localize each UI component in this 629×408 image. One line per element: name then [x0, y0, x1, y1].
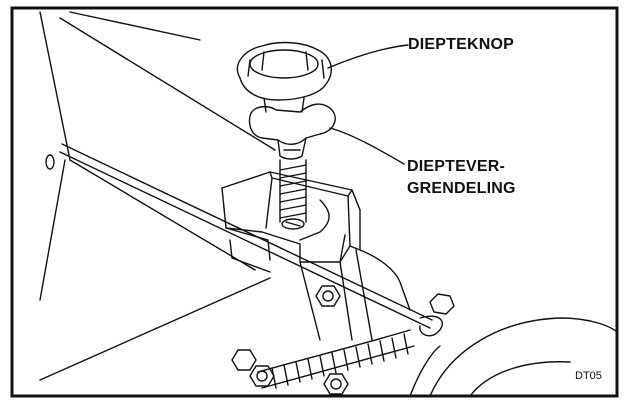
lock-leader-line: [329, 127, 405, 165]
tension-spring: [257, 329, 415, 389]
depth-lock: [248, 103, 336, 160]
bolts: [231, 285, 455, 395]
depth-lock-label: DIEPTEVER- GRENDELING: [407, 156, 516, 200]
figure-code: DT05: [575, 370, 602, 382]
wheel: [409, 317, 618, 397]
depth-lock-label-line2: GRENDELING: [407, 180, 516, 197]
depth-lock-label-line1: DIEPTEVER-: [407, 158, 506, 175]
depth-bracket: [221, 171, 411, 311]
knob-leader-line: [327, 44, 409, 69]
deck-housing: [39, 11, 276, 381]
figure-border: [10, 6, 619, 398]
mounting-plate: [299, 249, 373, 341]
threaded-screw: [279, 159, 307, 230]
depth-knob-label: DIEPTEKNOP: [408, 36, 515, 53]
depth-knob: [236, 41, 332, 113]
adjustment-rod: [59, 143, 443, 337]
